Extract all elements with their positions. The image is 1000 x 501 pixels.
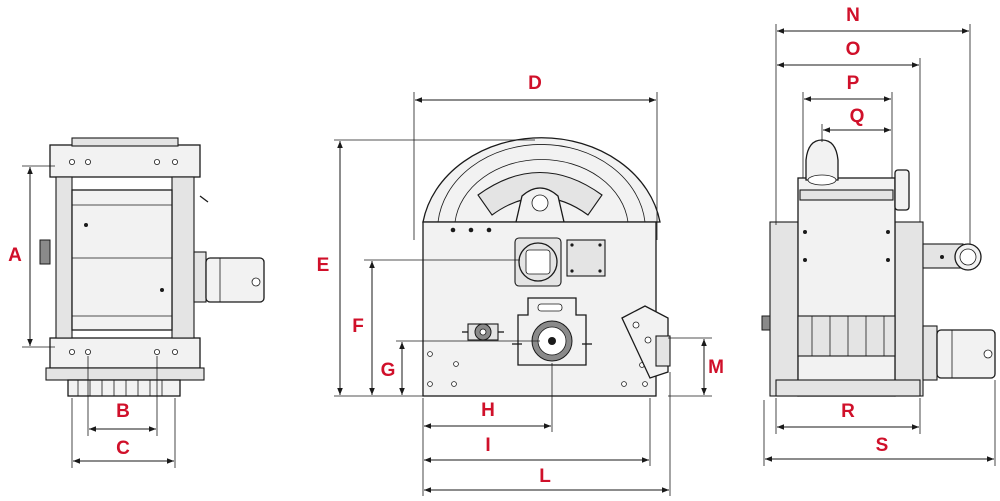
label-s: S	[876, 435, 889, 456]
label-e: E	[317, 255, 330, 276]
label-r: R	[841, 401, 855, 422]
label-l: L	[539, 466, 551, 487]
label-a: A	[8, 245, 22, 266]
label-g: G	[381, 360, 396, 381]
front-view	[422, 137, 671, 397]
label-o: O	[846, 39, 861, 60]
label-i: I	[485, 435, 490, 456]
label-h: H	[481, 400, 495, 421]
label-m: M	[708, 357, 724, 378]
label-b: B	[116, 401, 130, 422]
label-d: D	[528, 73, 542, 94]
label-p: P	[847, 73, 860, 94]
end-view	[761, 139, 996, 397]
label-n: N	[846, 5, 860, 26]
label-f: F	[352, 316, 364, 337]
side-view	[39, 137, 265, 397]
label-q: Q	[850, 106, 865, 127]
label-c: C	[116, 438, 130, 459]
